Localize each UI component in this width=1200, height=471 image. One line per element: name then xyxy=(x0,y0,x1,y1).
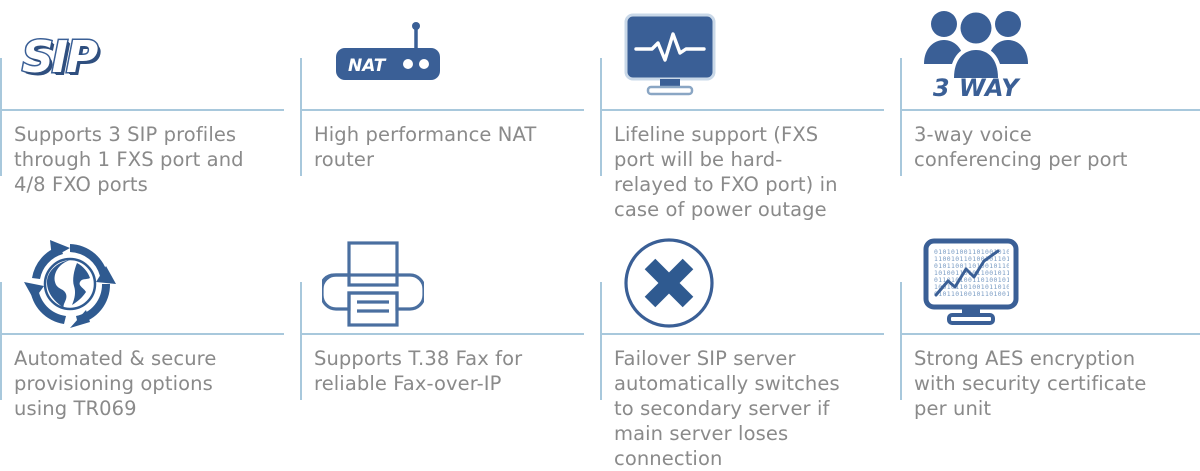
horizontal-divider xyxy=(300,109,584,111)
horizontal-divider xyxy=(300,333,584,335)
globe-sync-arrows-icon xyxy=(14,234,284,332)
monitor-binary-chart-icon: 0101010011010010101 1100101101001011010 … xyxy=(914,234,1184,332)
three-people-icon: 3 WAY xyxy=(914,0,1184,108)
circle-x-icon xyxy=(614,234,884,332)
horizontal-divider xyxy=(600,333,884,335)
feature-cell-aes-encryption: 0101010011010010101 1100101101001011010 … xyxy=(900,234,1200,469)
feature-cell-sip-profiles: SIP Supports 3 SIP profiles through 1 FX… xyxy=(0,0,300,234)
feature-caption: Failover SIP server automatically switch… xyxy=(614,347,840,470)
svg-text:0101101001011010011: 0101101001011010011 xyxy=(934,290,1015,298)
printer-fax-icon xyxy=(314,234,584,332)
feature-caption: 3-way voice conferencing per port xyxy=(914,123,1128,171)
vertical-accent-line xyxy=(300,282,302,400)
feature-cell-nat-router: NAT High performance NAT router xyxy=(300,0,600,234)
vertical-accent-line xyxy=(900,58,902,176)
three-way-label: 3 WAY xyxy=(932,74,1020,102)
svg-text:1001011010010110100: 1001011010010110100 xyxy=(934,283,1015,291)
feature-cell-fax-support: Supports T.38 Fax for reliable Fax-over-… xyxy=(300,234,600,469)
feature-cell-three-way-conferencing: 3 WAY 3-way voice conferencing per port xyxy=(900,0,1200,234)
vertical-accent-line xyxy=(0,58,2,176)
horizontal-divider xyxy=(900,333,1200,335)
feature-cell-lifeline-support: Lifeline support (FXS port will be hard-… xyxy=(600,0,900,234)
nat-router-icon: NAT xyxy=(314,0,584,108)
horizontal-divider xyxy=(600,109,884,111)
feature-caption: Supports 3 SIP profiles through 1 FXS po… xyxy=(14,123,244,196)
svg-text:1100101101001011010: 1100101101001011010 xyxy=(934,255,1015,263)
feature-cell-provisioning: Automated & secure provisioning options … xyxy=(0,234,300,469)
monitor-heartbeat-icon xyxy=(614,0,884,108)
feature-caption: Strong AES encryption with security cert… xyxy=(914,347,1147,420)
feature-caption: Lifeline support (FXS port will be hard-… xyxy=(614,123,838,221)
horizontal-divider xyxy=(0,109,284,111)
sip-logo-icon: SIP xyxy=(14,0,284,108)
vertical-accent-line xyxy=(600,282,602,400)
vertical-accent-line xyxy=(600,58,602,176)
svg-text:NAT: NAT xyxy=(348,56,387,76)
svg-text:0101010011010010101: 0101010011010010101 xyxy=(934,248,1015,256)
feature-cell-failover-sip: Failover SIP server automatically switch… xyxy=(600,234,900,470)
feature-caption: Supports T.38 Fax for reliable Fax-over-… xyxy=(314,347,523,395)
feature-caption: Automated & secure provisioning options … xyxy=(14,347,217,420)
vertical-accent-line xyxy=(0,282,2,400)
svg-text:0101100110100101101: 0101100110100101101 xyxy=(934,262,1015,270)
vertical-accent-line xyxy=(300,58,302,176)
feature-caption: High performance NAT router xyxy=(314,123,537,171)
vertical-accent-line xyxy=(900,282,902,400)
horizontal-divider xyxy=(0,333,284,335)
horizontal-divider xyxy=(900,109,1200,111)
sip-logo-text: SIP xyxy=(20,30,99,84)
svg-text:0110101001101001011: 0110101001101001011 xyxy=(934,276,1015,284)
